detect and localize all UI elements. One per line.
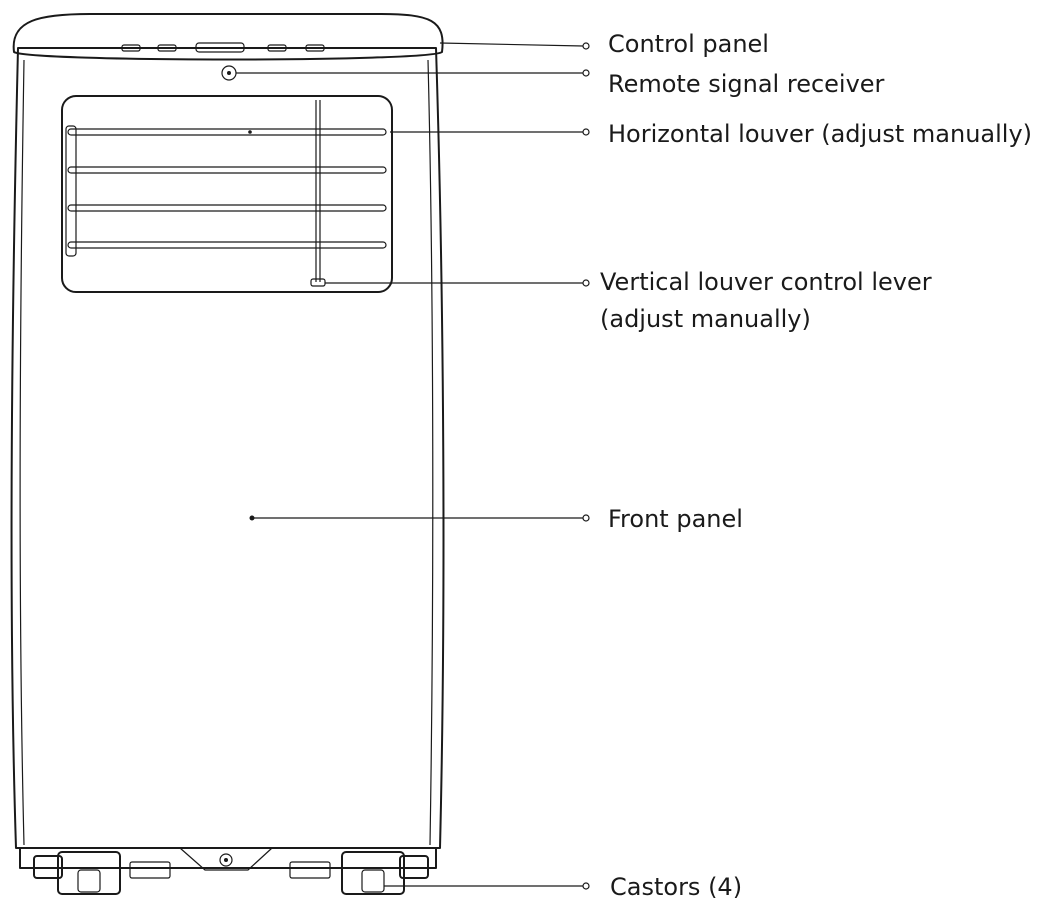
- label-vertical-louver-line2: (adjust manually): [600, 305, 811, 333]
- control-display: [195, 42, 245, 53]
- control-button-3: [267, 44, 287, 52]
- label-front-panel: Front panel: [608, 505, 743, 533]
- remote-receiver-sensor: [221, 65, 237, 81]
- castor-right: [341, 851, 429, 895]
- unit-body: [10, 47, 445, 849]
- label-vertical-louver-line1: Vertical louver control lever: [600, 268, 932, 296]
- label-remote-signal-receiver: Remote signal receiver: [608, 70, 885, 98]
- horizontal-louvers: [65, 125, 387, 257]
- unit-base: [19, 847, 437, 895]
- labels: Control panel Remote signal receiver Hor…: [600, 30, 1032, 901]
- leader-lines: [236, 42, 590, 890]
- label-control-panel: Control panel: [608, 30, 769, 58]
- vertical-louver-lever: [310, 100, 326, 287]
- control-button-2: [157, 44, 177, 52]
- leader-control-panel: [439, 42, 584, 47]
- control-button-1: [121, 44, 141, 52]
- control-button-4: [305, 44, 325, 52]
- castor-left: [33, 851, 121, 895]
- label-horizontal-louver: Horizontal louver (adjust manually): [608, 120, 1032, 148]
- label-castors: Castors (4): [610, 873, 742, 901]
- control-panel-cap: [12, 13, 444, 61]
- air-outlet: [61, 95, 393, 293]
